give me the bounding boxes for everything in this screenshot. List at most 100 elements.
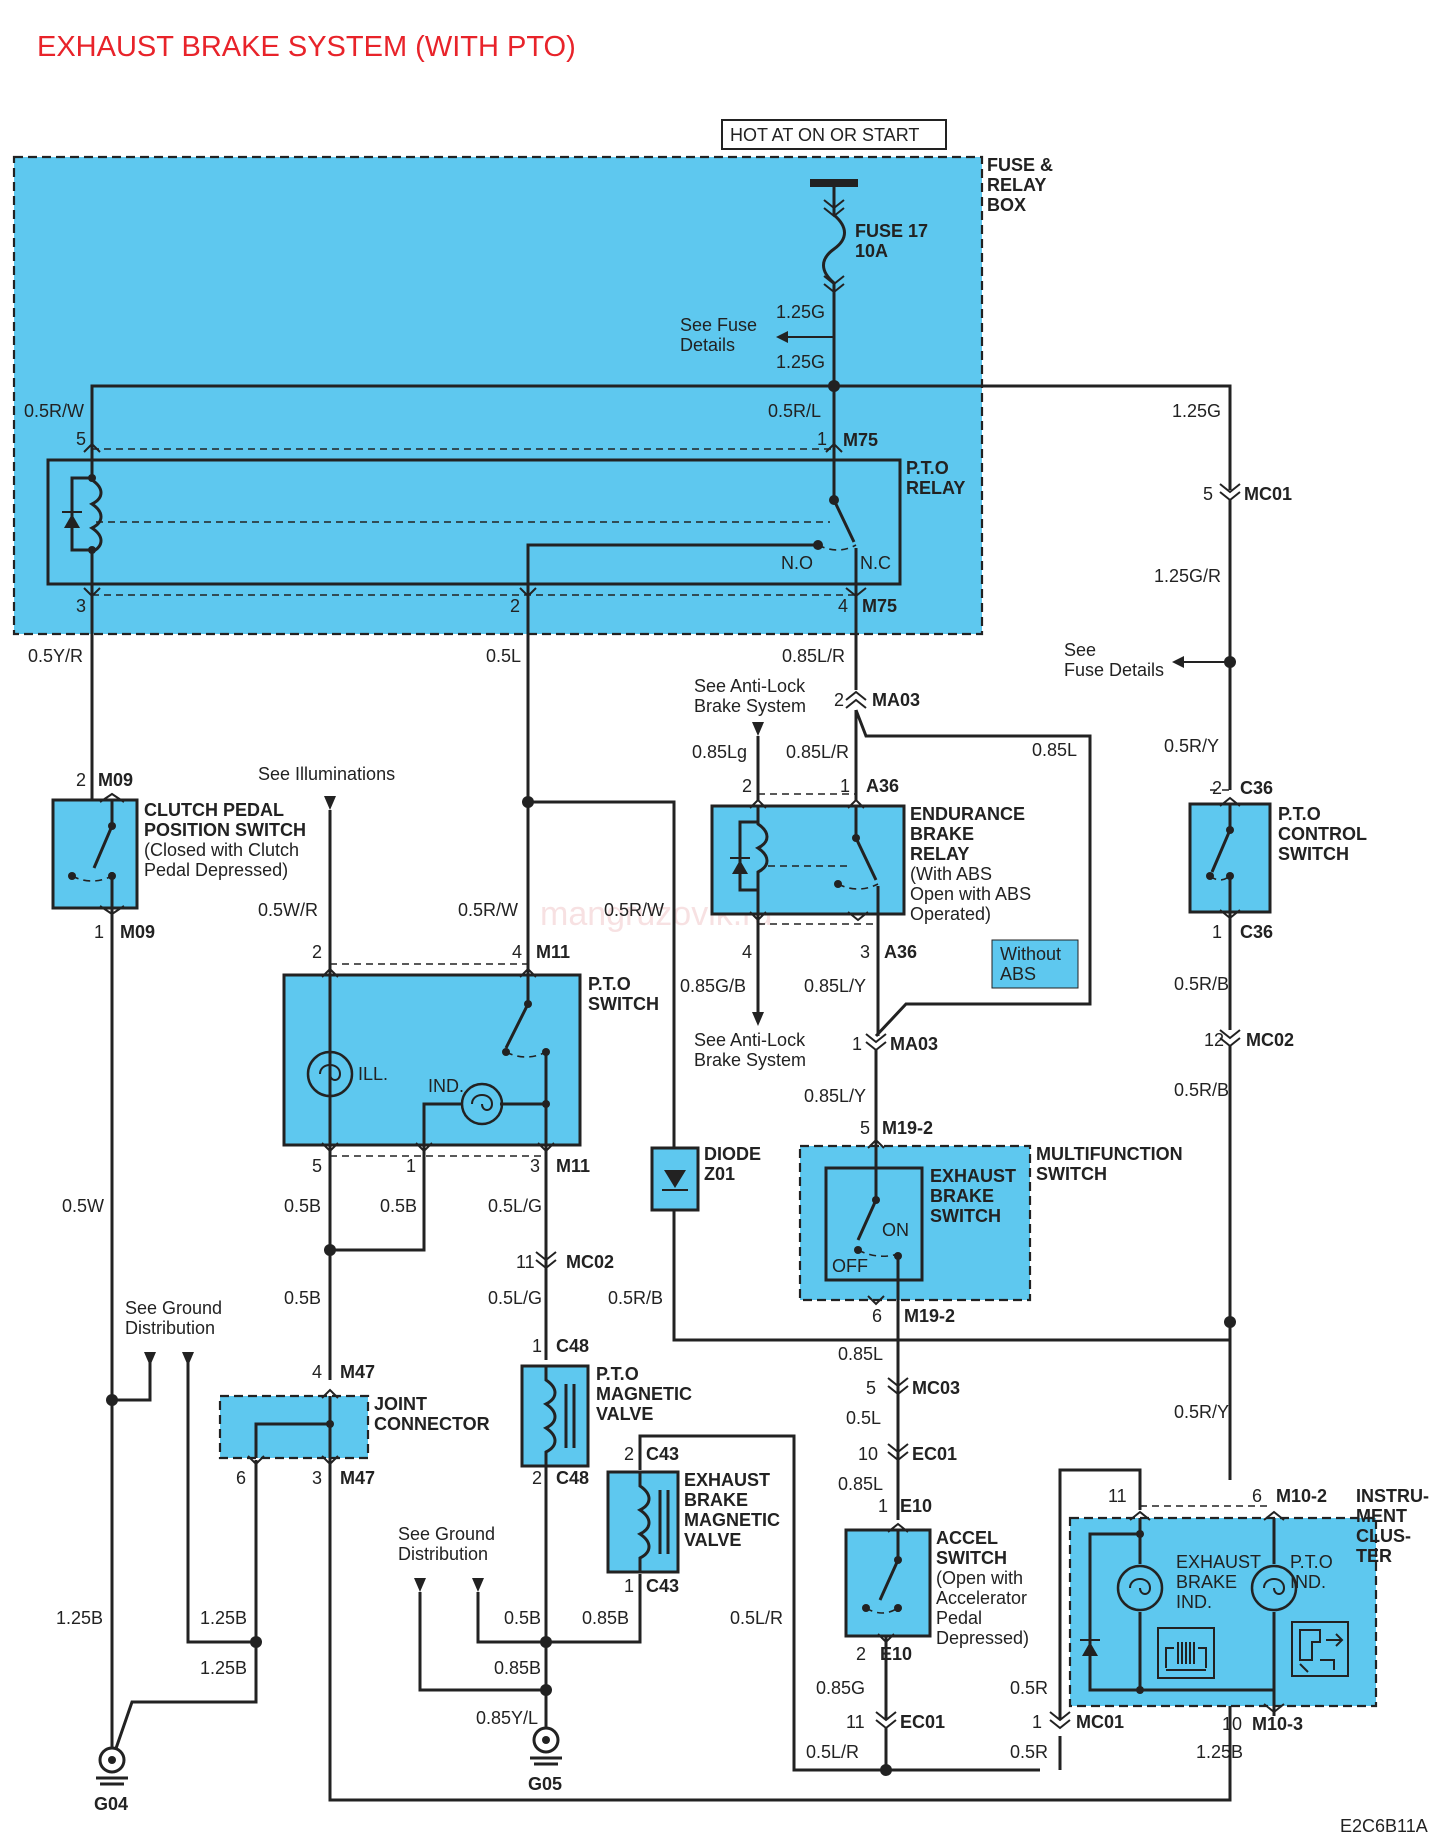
wire-05lg-b: 0.5L/G (488, 1288, 542, 1308)
ground-link-3 (110, 1460, 258, 1761)
cluster-label-2: MENT (1356, 1506, 1407, 1526)
wire-05rl: 0.5R/L (768, 401, 821, 421)
relay-arc (817, 544, 857, 551)
exh-ind-lamp (1116, 1564, 1164, 1612)
see-abs-1b: Brake System (694, 696, 806, 716)
g05-lines (530, 1756, 562, 1766)
conn-mc02-r: MC02 (1246, 1030, 1294, 1050)
relay-diode (64, 514, 80, 528)
wire-085l-c: 0.85L (838, 1474, 883, 1494)
relay-no: N.O (781, 553, 813, 573)
wire-05b-a: 0.5B (284, 1196, 321, 1216)
conn-m19-top: M19-2 (882, 1118, 933, 1138)
pin-4: 4 (838, 596, 848, 616)
conn-ec01-top: EC01 (912, 1444, 957, 1464)
conn-c43-bot: C43 (646, 1576, 679, 1596)
exh-switch-label-3: SWITCH (930, 1206, 1001, 1226)
wire-05l: 0.5L (486, 646, 521, 666)
conn-mc03: MC03 (912, 1378, 960, 1398)
ground-dist-2 (418, 1574, 642, 1692)
abs-tri-1 (752, 722, 764, 736)
pin-2c43: 2 (624, 1444, 634, 1464)
cluster-exh-label: EXHAUST (1176, 1552, 1261, 1572)
conn-mc01-b: MC01 (1076, 1712, 1124, 1732)
pin-2: 2 (510, 596, 520, 616)
pin-3pto: 3 (530, 1156, 540, 1176)
wire-085l-a: 0.85L (1032, 740, 1077, 760)
wire-05b-c: 0.5B (284, 1288, 321, 1308)
wire-05rw-c: 0.5R/W (604, 900, 664, 920)
endurance-chevrons (749, 798, 869, 922)
pto-ctl-d3 (1226, 872, 1234, 880)
wire-05rw-b: 0.5R/W (458, 900, 518, 920)
mc03-chevron (887, 1377, 909, 1396)
ground-link-1 (112, 1352, 152, 1402)
pin-5: 5 (76, 429, 86, 449)
hot-label-box (721, 119, 947, 150)
cl-d1 (1136, 1530, 1144, 1538)
conn-m75-bot: M75 (862, 596, 897, 616)
pin-5mc03: 5 (866, 1378, 876, 1398)
conn-m102: M10-2 (1276, 1486, 1327, 1506)
pin-11clu: 11 (1108, 1486, 1127, 1506)
conn-a36-bot: A36 (884, 942, 917, 962)
end-d1 (852, 834, 860, 842)
wire-085gb: 0.85G/B (680, 976, 746, 996)
pin-2m09: 2 (76, 770, 86, 790)
conn-m75-top: M75 (843, 430, 878, 450)
abs-tri-2 (752, 1012, 764, 1026)
see-ground-1: See Ground (125, 1298, 222, 1318)
pin-1c43: 1 (624, 1576, 634, 1596)
pin-11pto: 11 (516, 1252, 535, 1272)
pto-valve-coil (543, 1366, 576, 1466)
ind-label: IND. (428, 1076, 464, 1096)
conn-c43-top: C43 (646, 1444, 679, 1464)
pin-5pto: 5 (312, 1156, 322, 1176)
wire-05lr: 0.5L/R (730, 1608, 783, 1628)
pto-icon-glyph (1299, 1629, 1344, 1673)
without-abs-box (991, 939, 1079, 989)
ground-link-2 (186, 1352, 256, 1644)
pin-6m19: 6 (872, 1306, 882, 1326)
conn-ec01-bot: EC01 (900, 1712, 945, 1732)
cluster-pto-label: P.T.O (1290, 1552, 1333, 1572)
cluster-label-4: TER (1356, 1546, 1392, 1566)
wire-top (90, 384, 1232, 490)
exh-switch-label-2: BRAKE (930, 1186, 994, 1206)
conn-mc02-l: MC02 (566, 1252, 614, 1272)
see-abs-2b: Brake System (694, 1050, 806, 1070)
pto-bot-dot (324, 1244, 336, 1256)
pin-1m09: 1 (94, 922, 104, 942)
wire-125b-a: 1.25B (56, 1608, 103, 1628)
diagram-title: EXHAUST BRAKE SYSTEM (WITH PTO) (37, 31, 576, 63)
wire-085yl: 0.85Y/L (476, 1708, 538, 1728)
wire-05rb-a: 0.5R/B (1174, 974, 1229, 994)
ground-g04: G04 (94, 1794, 128, 1814)
exh-valve-label: EXHAUST (684, 1470, 770, 1490)
wire-exh-valve-top (638, 1434, 1040, 1772)
pto-sw-d4 (542, 1100, 550, 1108)
conn-c48-top: C48 (556, 1336, 589, 1356)
accel-arc (865, 1607, 899, 1614)
clutch-pedal-switch (51, 798, 139, 910)
exh-valve-label-4: VALVE (684, 1530, 741, 1550)
wire-125b-b: 1.25B (200, 1608, 247, 1628)
pto-valve-label: P.T.O (596, 1364, 639, 1384)
wire-125g-c: 1.25G (1172, 401, 1221, 421)
fuse-box-label-3: BOX (987, 195, 1026, 215)
pin-1a36: 1 (840, 776, 850, 796)
diode-symbol (664, 1170, 686, 1188)
wire-085b-a: 0.85B (582, 1608, 629, 1628)
pin-2c: 2 (1212, 778, 1222, 798)
ill-label: ILL. (358, 1064, 388, 1084)
cluster-label-3: CLUS- (1356, 1526, 1411, 1546)
accel-label-6: Depressed) (936, 1628, 1029, 1648)
relay-dot-2 (88, 546, 96, 554)
endurance-label: ENDURANCE (910, 804, 1025, 824)
exhaust-brake-switch[interactable] (824, 1166, 924, 1282)
wire-05r-b: 0.5R (1010, 1742, 1048, 1762)
accel-d3 (894, 1604, 902, 1612)
endurance-label-3: RELAY (910, 844, 969, 864)
conn-ma03-top: MA03 (872, 690, 920, 710)
exh-sw-d3 (894, 1252, 902, 1260)
